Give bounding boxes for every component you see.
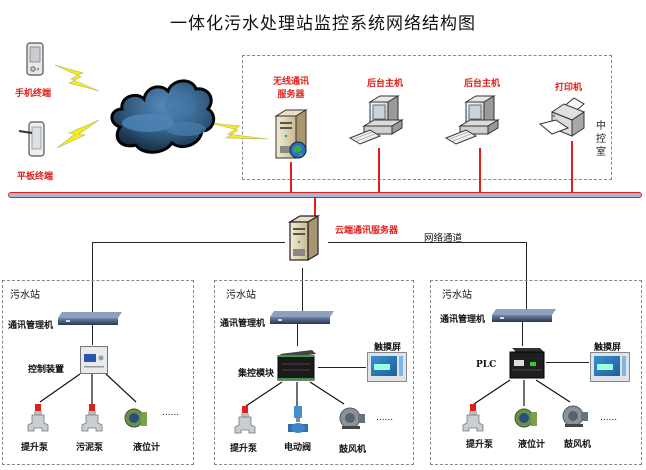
bus-drop-line [571,141,573,192]
wireless-bolt-icon [209,120,270,146]
host-pc-1-label: 后台主机 [367,79,404,89]
comm-manager-icon [490,308,556,327]
wireless-server-label-line2: 服务器 [277,90,305,100]
station-2-device-1-label: 提升泵 [230,444,258,454]
control-room-box [242,55,612,180]
phone-icon [26,42,46,82]
wireless-server-icon [272,108,312,166]
network-line-drop [92,242,93,316]
plc-icon [508,346,546,384]
host-pc-icon [444,94,508,152]
station-1-device-3-label: 液位计 [133,443,161,453]
station-3-device-1-label: 提升泵 [466,440,494,450]
level-meter-icon [514,406,538,430]
host-pc-icon [348,94,412,152]
level-meter-icon [124,406,148,430]
controller-to-touchscreen-line [318,367,366,368]
comm-to-controller-line [92,325,93,345]
station-2-comm-manager-label: 通讯管理机 [220,319,266,329]
cloud-server-icon [286,214,326,268]
printer-label: 打印机 [555,83,583,93]
bus-drop-line [479,148,481,192]
station-1-controller-label: 控制装置 [28,365,65,375]
diagram-title: 一体化污水处理站监控系统网络结构图 [170,14,476,34]
station-3-comm-manager-label: 通讯管理机 [440,315,486,325]
comm-manager-icon [56,311,122,330]
lift-pump-icon [26,404,50,434]
station-2-more: ...... [376,413,394,423]
comm-to-controller-line [297,324,298,346]
station-3-controller-label: PLC [476,360,497,370]
comm-to-controller-line [522,322,523,346]
cloud-server-label: 云端通讯服务器 [335,226,399,236]
wireless-server-label-line1: 无线通讯 [272,77,309,87]
network-channel-label: 网络通道 [424,233,463,244]
internet-cloud-icon [108,75,218,161]
phone-label: 手机终端 [15,89,52,99]
blower-icon [561,404,589,428]
sludge-pump-icon [80,404,104,434]
station-box-3 [430,280,642,465]
station-1-comm-manager-label: 通讯管理机 [8,321,54,331]
station-2-controller-label: 集控模块 [238,369,275,379]
station-1-more: ...... [162,408,180,418]
station-3-touchscreen-label: 触摸屏 [594,343,622,353]
network-line-drop [526,242,527,316]
wireless-server-label: 无线通讯 服务器 [268,76,314,102]
station-2-device-3-label: 鼓风机 [339,445,367,455]
electric-valve-icon [286,406,310,436]
wireless-bolt-icon [55,119,101,154]
network-line-right [328,242,527,243]
station-2-touchscreen-label: 触摸屏 [374,343,402,353]
network-line-left [92,242,285,243]
comm-manager-icon [268,310,334,329]
blower-icon [338,406,366,430]
lift-pump-icon [233,406,257,436]
central-control-module-icon [276,350,318,386]
host-pc-2-label: 后台主机 [464,79,501,89]
tablet-icon [18,121,48,165]
printer-icon [538,97,590,144]
station-3-device-2-label: 液位计 [518,440,546,450]
tablet-label: 平板终端 [17,172,54,182]
station-1-label: 污水站 [10,290,40,301]
station-1-device-1-label: 提升泵 [21,443,49,453]
touchscreen-icon [590,352,630,386]
station-2-device-2-label: 电动阀 [284,443,312,453]
ethernet-bus [8,192,642,198]
control-room-label: 中控室 [596,121,606,158]
touchscreen-icon [367,352,407,386]
station-box-1 [2,280,194,465]
station-3-label: 污水站 [442,290,472,301]
wireless-bolt-icon [54,63,101,97]
bus-drop-line [290,162,292,192]
network-line-drop [302,268,303,316]
station-1-device-2-label: 污泥泵 [76,443,104,453]
control-device-icon [80,346,108,378]
station-box-2 [214,280,414,465]
station-3-more: ...... [600,413,618,423]
station-3-device-3-label: 鼓风机 [564,440,592,450]
bus-drop-line [378,148,380,192]
controller-to-touchscreen-line [546,362,589,363]
lift-pump-icon [461,404,485,434]
bus-to-cloud-server-line [314,197,316,219]
station-2-label: 污水站 [226,290,256,301]
